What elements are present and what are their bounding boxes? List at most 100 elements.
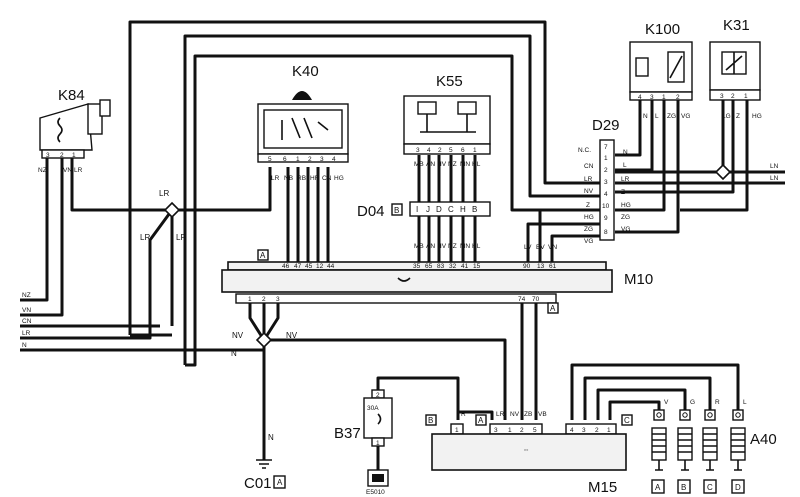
a40-sensor-b: G B xyxy=(677,399,695,494)
svg-text:B: B xyxy=(681,483,686,492)
svg-text:2: 2 xyxy=(520,427,524,434)
svg-text:2: 2 xyxy=(438,147,442,154)
svg-text:2: 2 xyxy=(262,296,266,303)
svg-text:13: 13 xyxy=(537,263,545,270)
svg-text:10: 10 xyxy=(602,203,610,210)
svg-text:J: J xyxy=(426,205,430,214)
svg-text:3: 3 xyxy=(416,147,420,154)
svg-text:1: 1 xyxy=(508,427,512,434)
svg-text:Z: Z xyxy=(621,189,625,196)
svg-text:41: 41 xyxy=(461,263,469,270)
k84-wire-vn: VN xyxy=(63,167,72,174)
svg-text:CN: CN xyxy=(322,175,332,182)
harness-right-ln-2: LN xyxy=(770,175,779,182)
svg-text:46: 46 xyxy=(282,263,290,270)
svg-text:N: N xyxy=(643,113,648,120)
svg-text:C: C xyxy=(707,483,713,492)
svg-text:HG: HG xyxy=(621,202,631,209)
m10-title: M10 xyxy=(624,271,653,288)
splice-n-label: N xyxy=(231,349,237,358)
d04-title: D04 xyxy=(357,203,385,220)
svg-text:Z: Z xyxy=(736,113,740,120)
svg-text:NB: NB xyxy=(284,175,293,182)
splice-lr-label: LR xyxy=(159,189,169,198)
svg-text:NV: NV xyxy=(510,411,520,418)
harness-right-ln-1: LN xyxy=(770,163,779,170)
k31-relay: K31 3 2 1 LG Z HG xyxy=(709,17,762,120)
m10-bottom-pins: 1 2 3 74 70 xyxy=(248,296,540,303)
svg-text:N.C.: N.C. xyxy=(578,147,591,154)
c01-mark: A xyxy=(277,478,283,487)
svg-text:VG: VG xyxy=(621,226,630,233)
m10-mark-a-2: A xyxy=(550,304,556,313)
splice-lr xyxy=(163,201,181,219)
c01-title: C01 xyxy=(244,475,272,492)
svg-text:MB: MB xyxy=(414,161,424,168)
svg-text:1: 1 xyxy=(296,156,300,163)
splices: LR LR LR NV NV N N xyxy=(140,163,732,442)
m10-module: A 46 47 45 12 44 35 65 83 32 41 15 90 13… xyxy=(221,249,653,314)
e5010-label: E5010 xyxy=(366,489,385,496)
svg-text:4: 4 xyxy=(604,191,608,198)
d29-wire-labels: N.C. CN LR NV Z HG ZG VG xyxy=(578,147,594,245)
svg-text:C: C xyxy=(448,205,454,214)
svg-text:MN: MN xyxy=(460,243,470,250)
svg-text:BV: BV xyxy=(536,244,545,251)
svg-text:G: G xyxy=(690,399,695,406)
svg-text:LV: LV xyxy=(524,244,532,251)
svg-text:◦◦: ◦◦ xyxy=(524,447,529,454)
svg-text:I: I xyxy=(416,205,418,214)
wires xyxy=(20,20,785,470)
d29-left-wire-labels: LV BV VN xyxy=(524,244,557,251)
splice-lr-label-2: LR xyxy=(140,233,150,242)
svg-text:VN: VN xyxy=(548,244,557,251)
m15-mark-a: A xyxy=(478,416,484,425)
svg-text:MN: MN xyxy=(460,161,470,168)
svg-text:7: 7 xyxy=(604,144,608,151)
m15-left-pins: 3 1 2 5 xyxy=(494,427,537,434)
svg-text:4: 4 xyxy=(427,147,431,154)
svg-text:HG: HG xyxy=(584,214,594,221)
a40-sensors: A40 V A G B R xyxy=(651,399,777,494)
k100-relay: K100 4 3 1 2 N L ZG VG xyxy=(629,21,693,120)
m15-module: B 1 R A 3 1 2 5 LR NV ZB VB 4 3 2 1 C ◦◦… xyxy=(425,411,633,496)
svg-text:1: 1 xyxy=(662,94,666,101)
d29-side-labels: N L LR Z HG ZG VG xyxy=(621,149,631,233)
d29-connector: D29 7 1 2 3 4 10 9 8 N.C. CN LR NV Z HG … xyxy=(524,117,631,251)
svg-text:3: 3 xyxy=(720,93,724,100)
m15-right-pins: 4 3 2 1 xyxy=(570,427,611,434)
svg-text:70: 70 xyxy=(532,296,540,303)
svg-text:2: 2 xyxy=(604,167,608,174)
svg-text:ZG: ZG xyxy=(667,113,676,120)
svg-text:4: 4 xyxy=(570,427,574,434)
m15-left-wire-labels: LR NV ZB VB xyxy=(496,411,547,418)
a40-sensor-a: V A xyxy=(651,399,669,494)
svg-text:74: 74 xyxy=(518,296,526,303)
svg-text:L: L xyxy=(655,113,659,120)
svg-text:5: 5 xyxy=(268,156,272,163)
svg-text:12: 12 xyxy=(316,263,324,270)
svg-text:ZB: ZB xyxy=(524,411,532,418)
svg-text:HR: HR xyxy=(310,175,320,182)
svg-text:LR: LR xyxy=(584,176,593,183)
k40-pins: 5 6 1 2 3 4 xyxy=(268,156,336,163)
m10-mark-a: A xyxy=(260,251,266,260)
svg-text:83: 83 xyxy=(437,263,445,270)
b37-pin-1: 1 xyxy=(376,440,380,447)
k100-pins: 4 3 1 2 xyxy=(638,94,680,101)
splice-nv-label: NV xyxy=(232,331,244,340)
a40-sensor-c: R C xyxy=(702,399,720,494)
k84-pin-2: 2 xyxy=(60,152,64,159)
svg-text:NZ: NZ xyxy=(448,243,457,250)
svg-text:3: 3 xyxy=(604,179,608,186)
d04-letters: I J D C H B xyxy=(416,205,477,214)
c01-n-label: N xyxy=(268,433,274,442)
svg-text:LR: LR xyxy=(271,175,280,182)
m15-mark-c: C xyxy=(624,416,630,425)
svg-text:N: N xyxy=(623,149,628,156)
m15-title: M15 xyxy=(588,479,617,496)
svg-text:35: 35 xyxy=(413,263,421,270)
svg-text:44: 44 xyxy=(327,263,335,270)
svg-text:V: V xyxy=(664,399,669,406)
